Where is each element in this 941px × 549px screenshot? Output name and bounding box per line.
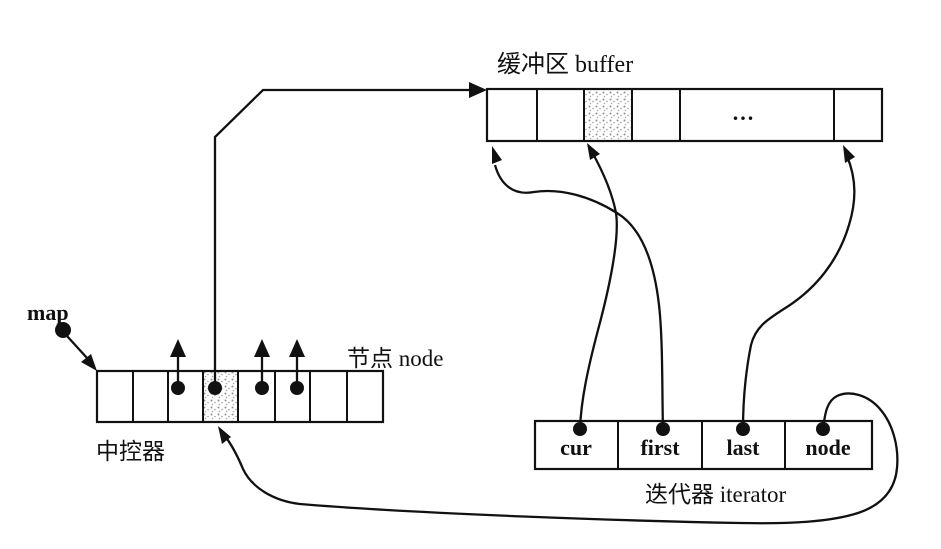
iterator-outline xyxy=(533,419,874,471)
last-pointer-arrow xyxy=(741,145,856,430)
node-label: 节点 node xyxy=(347,346,443,371)
first-pointer-arrow xyxy=(492,146,665,430)
map-label: map xyxy=(27,300,69,325)
first-pointer-curve xyxy=(493,164,665,430)
cur-pointer-arrow xyxy=(578,143,618,430)
node-pointer-dot xyxy=(171,381,185,395)
cur-arrowhead xyxy=(587,143,600,160)
buffer-label: 缓冲区 buffer xyxy=(497,51,633,78)
controller-label: 中控器 xyxy=(96,439,165,464)
map-arrowhead xyxy=(81,354,97,371)
iterator-field-first: first xyxy=(640,435,680,460)
iterator-field-cur: cur xyxy=(560,435,592,460)
controller-array: 节点 node 中控器 xyxy=(95,339,443,464)
last-pointer-curve xyxy=(741,155,856,430)
node-up-arrow-head xyxy=(289,339,305,357)
node-loop-curve xyxy=(224,392,899,525)
buffer-outline xyxy=(485,87,884,143)
controller-to-buffer-connector xyxy=(213,82,487,388)
controller-to-buffer-line xyxy=(213,88,470,388)
node-up-arrow-head xyxy=(254,339,270,357)
node-loop-arrow xyxy=(218,392,899,525)
map-pointer-dot xyxy=(55,322,71,338)
controller-to-buffer-arrowhead xyxy=(469,82,487,98)
last-arrowhead xyxy=(843,145,855,163)
node-loop-arrowhead xyxy=(218,426,231,444)
map-pointer: map xyxy=(27,300,97,371)
first-arrowhead xyxy=(492,146,502,164)
iterator-field-last: last xyxy=(727,435,761,460)
buffer-array: ... 缓冲区 buffer xyxy=(485,51,884,143)
node-up-arrow-head xyxy=(170,339,186,357)
buffer-ellipsis: ... xyxy=(733,100,756,125)
controller-shaded-cell xyxy=(204,372,238,421)
iterator-field-node: node xyxy=(805,435,850,460)
controller-outline xyxy=(95,369,385,424)
cur-pointer-curve xyxy=(578,151,618,430)
buffer-shaded-cell xyxy=(584,90,632,140)
map-arrow-stem xyxy=(66,335,88,359)
iterator-label: 迭代器 iterator xyxy=(645,482,786,507)
node-pointer-dot xyxy=(290,381,304,395)
iterator-box: cur first last node 迭代器 iterator xyxy=(533,419,874,507)
node-pointer-dot xyxy=(255,381,269,395)
